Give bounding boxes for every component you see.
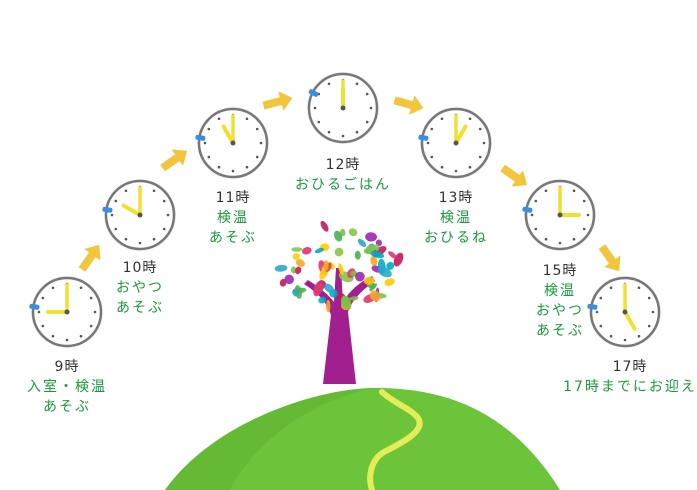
clock-marker (102, 206, 113, 213)
hour-hand (121, 203, 142, 217)
schedule-item: 13時検温おひるね (424, 188, 488, 248)
hour-hand (221, 124, 235, 145)
time-label: 15時 (542, 263, 578, 279)
schedule-item: 10時おやつあそぶ (116, 258, 164, 318)
clock-icon (195, 107, 269, 179)
activity-label: おひるごはん (295, 177, 391, 193)
schedule-item: 11時検温あそぶ (209, 188, 257, 248)
activity-label: 検温 (544, 283, 576, 299)
activity-label: あそぶ (209, 230, 257, 246)
arrow-icon (160, 149, 188, 172)
activity-label: 入室・検温 (27, 379, 107, 395)
time-label: 10時 (122, 260, 158, 276)
clock-marker (522, 206, 533, 213)
clock-marker (418, 134, 429, 141)
clock-marker (29, 303, 40, 310)
schedule-item: 17時 17時までにお迎え (563, 357, 697, 397)
clock-marker (587, 303, 598, 310)
tree-graphic (274, 220, 404, 384)
schedule-item: 9時入室・検温あそぶ (27, 357, 107, 417)
arrow-icon (78, 244, 101, 272)
arrow-group (78, 91, 621, 272)
clock-icon (418, 107, 492, 179)
winding-path (367, 389, 423, 490)
activity-label: あそぶ (536, 323, 584, 339)
activity-label: おひるね (424, 230, 488, 246)
activity-label: あそぶ (43, 399, 91, 415)
schedule-item: 12時おひるごはん (295, 155, 391, 195)
arrow-icon (500, 164, 528, 187)
time-label: 9時 (54, 359, 80, 375)
activity-label: 17時までにお迎え (563, 379, 697, 395)
time-label: 13時 (438, 190, 474, 206)
green-hill (165, 388, 560, 490)
clock-icon (102, 179, 176, 251)
arrow-icon (262, 91, 293, 111)
time-label: 11時 (215, 190, 251, 206)
schedule-item: 15時検温おやつあそぶ (536, 261, 584, 341)
clock-icon (587, 276, 661, 348)
activity-label: あそぶ (116, 300, 164, 316)
clock-icon (29, 276, 103, 348)
hour-hand (454, 124, 468, 145)
clock-marker (308, 89, 319, 97)
time-label: 17時 (612, 359, 648, 375)
arrow-icon (598, 244, 621, 272)
activity-label: おやつ (116, 280, 164, 296)
activity-label: 検温 (217, 210, 249, 226)
time-label: 12時 (325, 157, 361, 173)
clock-marker (195, 134, 206, 141)
activity-label: 検温 (440, 210, 472, 226)
arrow-icon (393, 95, 424, 115)
activity-label: おやつ (536, 303, 584, 319)
clock-icon (307, 72, 379, 144)
clock-icon (522, 179, 596, 251)
hour-hand (623, 310, 637, 331)
